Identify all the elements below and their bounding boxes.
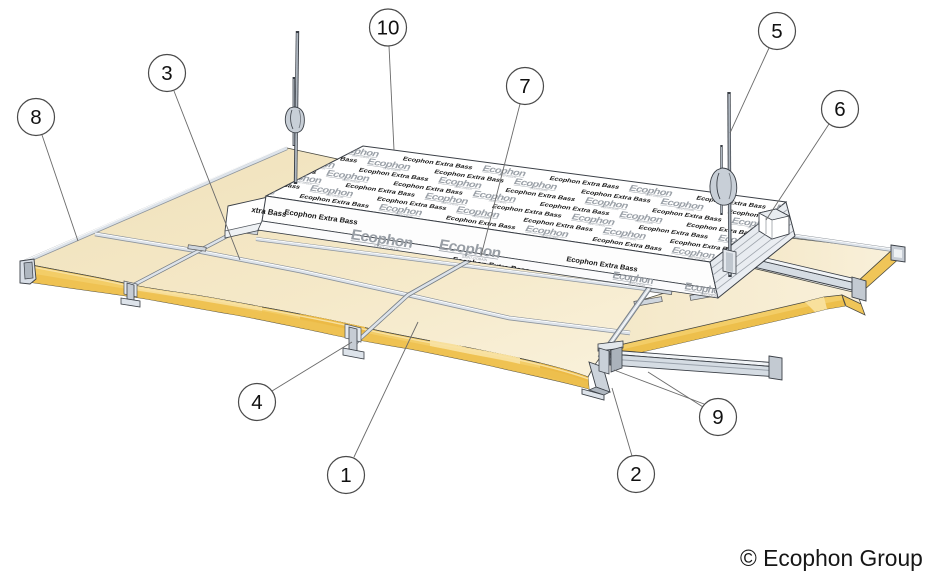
svg-text:SAINT-GOBAIN: SAINT-GOBAIN (600, 206, 619, 211)
svg-text:SAINT-GOBAIN: SAINT-GOBAIN (440, 202, 459, 207)
svg-text:© Ecophon Group: © Ecophon Group (740, 545, 923, 571)
svg-text:7: 7 (519, 75, 530, 98)
svg-text:SAINT-GOBAIN: SAINT-GOBAIN (540, 235, 559, 240)
svg-text:SAINT-GOBAIN: SAINT-GOBAIN (676, 207, 695, 212)
svg-text:10: 10 (377, 17, 400, 40)
svg-text:SAINT-GOBAIN: SAINT-GOBAIN (587, 223, 606, 228)
svg-text:SAINT-GOBAIN: SAINT-GOBAIN (498, 174, 517, 179)
svg-text:SAINT-GOBAIN: SAINT-GOBAIN (628, 282, 646, 287)
svg-text:SAINT-GOBAIN: SAINT-GOBAIN (529, 187, 548, 192)
svg-text:5: 5 (771, 20, 782, 43)
svg-text:1: 1 (340, 464, 351, 487)
svg-text:SAINT-GOBAIN: SAINT-GOBAIN (488, 200, 507, 205)
svg-text:SAINT-GOBAIN: SAINT-GOBAIN (471, 215, 490, 220)
svg-text:8: 8 (30, 106, 41, 129)
svg-text:SAINT-GOBAIN: SAINT-GOBAIN (351, 155, 370, 160)
svg-text:SAINT-GOBAIN: SAINT-GOBAIN (700, 293, 718, 298)
svg-text:SAINT-GOBAIN: SAINT-GOBAIN (453, 186, 472, 191)
svg-text:SAINT-GOBAIN: SAINT-GOBAIN (644, 194, 663, 199)
svg-text:SAINT-GOBAIN: SAINT-GOBAIN (791, 214, 810, 219)
svg-text:SAINT-GOBAIN: SAINT-GOBAIN (373, 245, 400, 253)
svg-text:SAINT-GOBAIN: SAINT-GOBAIN (461, 255, 488, 263)
svg-text:9: 9 (712, 406, 723, 429)
svg-text:SAINT-GOBAIN: SAINT-GOBAIN (394, 213, 413, 218)
svg-text:3: 3 (161, 62, 172, 85)
svg-text:6: 6 (834, 98, 845, 121)
svg-text:SAINT-GOBAIN: SAINT-GOBAIN (325, 194, 344, 199)
svg-text:4: 4 (251, 391, 262, 414)
svg-text:2: 2 (630, 463, 641, 486)
svg-text:SAINT-GOBAIN: SAINT-GOBAIN (687, 256, 706, 261)
svg-text:SAINT-GOBAIN: SAINT-GOBAIN (341, 179, 360, 184)
svg-text:SAINT-GOBAIN: SAINT-GOBAIN (294, 181, 313, 186)
svg-text:SAINT-GOBAIN: SAINT-GOBAIN (618, 236, 637, 241)
svg-text:SAINT-GOBAIN: SAINT-GOBAIN (382, 167, 401, 172)
svg-text:SAINT-GOBAIN: SAINT-GOBAIN (634, 220, 653, 225)
